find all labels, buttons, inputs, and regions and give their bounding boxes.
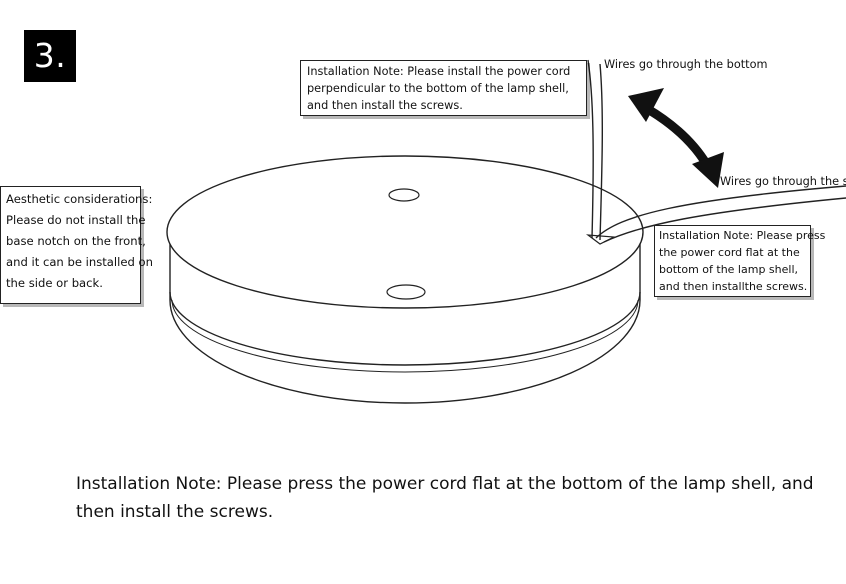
arrow-head-bottom xyxy=(692,152,724,188)
wires-side-label: Wires go through the side xyxy=(720,175,846,188)
note-line: bottom of the lamp shell, xyxy=(659,263,798,276)
screw-hole-bottom xyxy=(386,284,426,300)
aesthetic-considerations-note: Aesthetic considerations: Please do not … xyxy=(0,186,153,304)
base-groove-inner xyxy=(171,299,639,373)
base-top-surface xyxy=(166,155,644,309)
note-line: the side or back. xyxy=(6,276,103,290)
step-number-badge: 3. xyxy=(24,30,76,82)
note-line: Please do not install the xyxy=(6,213,146,227)
caption-line: Installation Note: Please press the powe… xyxy=(76,474,814,494)
note-line: base notch on the front, xyxy=(6,234,146,248)
screw-hole-top xyxy=(388,188,420,202)
note-line: Installation Note: Please install the po… xyxy=(307,65,571,78)
note-line: Aesthetic considerations: xyxy=(6,192,153,206)
wires-bottom-label: Wires go through the bottom xyxy=(604,58,768,71)
installation-caption: Installation Note: Please press the powe… xyxy=(76,470,814,526)
side-power-cord xyxy=(595,185,846,243)
note-line: and then install the screws. xyxy=(307,99,463,112)
note-line: and it can be installed on xyxy=(6,255,153,269)
base-groove xyxy=(169,291,641,366)
note-line: perpendicular to the bottom of the lamp … xyxy=(307,82,569,95)
caption-line: then install the screws. xyxy=(76,502,274,522)
flat-press-install-note: Installation Note: Please press the powe… xyxy=(654,225,826,297)
note-line: and then installthe screws. xyxy=(659,280,808,293)
perpendicular-install-note: Installation Note: Please install the po… xyxy=(300,60,587,116)
double-headed-curved-arrow xyxy=(643,104,711,168)
note-line: the power cord flat at the xyxy=(659,246,800,259)
note-line: Installation Note: Please press xyxy=(659,229,826,242)
arrow-head-top xyxy=(628,88,664,122)
vertical-power-cord xyxy=(587,59,604,241)
